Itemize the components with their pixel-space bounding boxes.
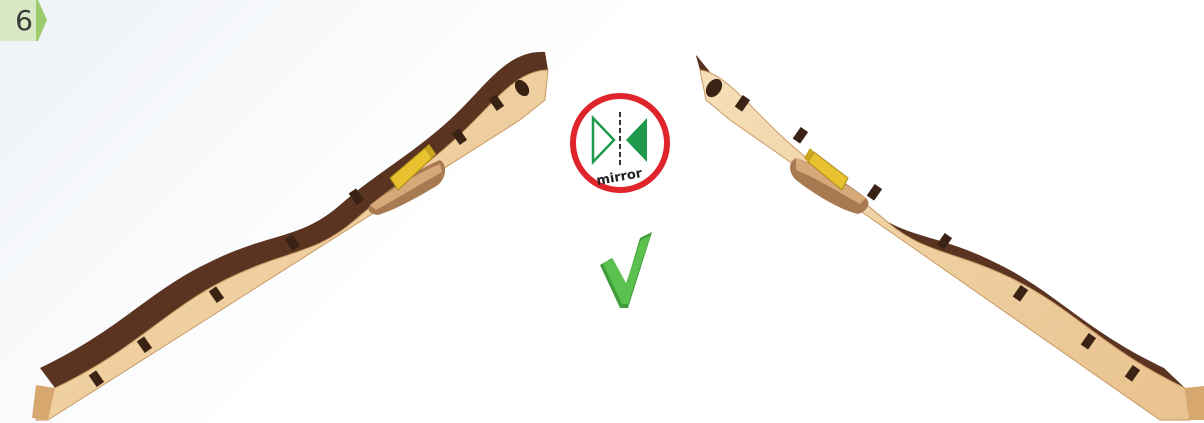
checkmark-icon — [600, 232, 652, 308]
right-wooden-arm-mirrored — [696, 55, 1204, 420]
mirror-symmetry-icon: mirror — [573, 96, 667, 190]
left-wooden-arm — [32, 52, 548, 420]
